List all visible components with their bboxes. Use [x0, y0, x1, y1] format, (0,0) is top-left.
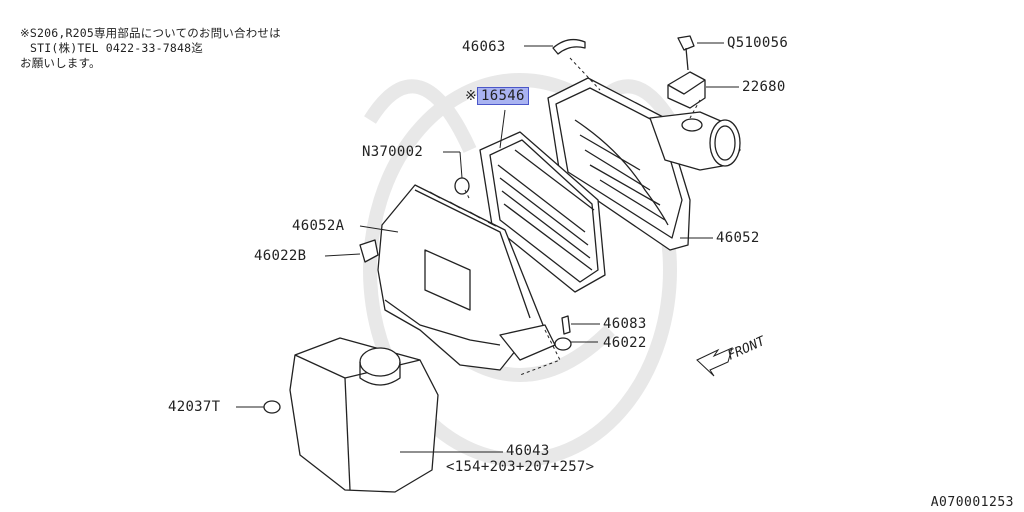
drain-plug-part [263, 400, 281, 414]
clip-part [552, 38, 586, 55]
lower-case-part [377, 184, 556, 371]
part-label-46052[interactable]: 46052 [716, 230, 760, 246]
part-label-42037t[interactable]: 42037T [168, 399, 221, 415]
part-label-46022b[interactable]: 46022B [254, 248, 307, 264]
side-clip-part [359, 239, 379, 263]
part-label-q510056[interactable]: Q510056 [727, 35, 789, 51]
leader-lines [236, 42, 739, 453]
part-label-46022[interactable]: 46022 [603, 335, 647, 351]
front-label: FRONT [726, 334, 769, 364]
grommet-lower-part [554, 337, 572, 351]
part-label-46063[interactable]: 46063 [462, 39, 506, 55]
part-label-22680[interactable]: 22680 [742, 79, 786, 95]
part-label-16546-mark: ※ [465, 88, 478, 104]
resonator-part [289, 337, 439, 493]
note-line-2: STI(株)TEL 0422-33-7848迄 [30, 41, 203, 55]
diagram-id: A070001253 [930, 495, 1014, 510]
part-label-46043[interactable]: 46043 [506, 443, 550, 459]
part-label-46083[interactable]: 46083 [603, 316, 647, 332]
part-label-46052a[interactable]: 46052A [292, 218, 345, 234]
bolt-part [677, 35, 695, 71]
front-arrow-icon [696, 347, 733, 377]
part-label-16546-box: 16546 [477, 87, 529, 105]
part-label-46043-models: <154+203+207+257> [446, 459, 595, 475]
note-line-3: お願いします。 [20, 56, 101, 70]
upper-case-part [547, 77, 741, 251]
part-label-n370002[interactable]: N370002 [362, 144, 424, 160]
part-label-16546[interactable]: ※16546 [465, 87, 529, 105]
airflow-sensor-part [667, 71, 706, 109]
note-line-1: ※S206,R205専用部品についてのお問い合わせは [20, 26, 281, 40]
grommet-part [454, 177, 470, 195]
pin-part [561, 315, 571, 335]
